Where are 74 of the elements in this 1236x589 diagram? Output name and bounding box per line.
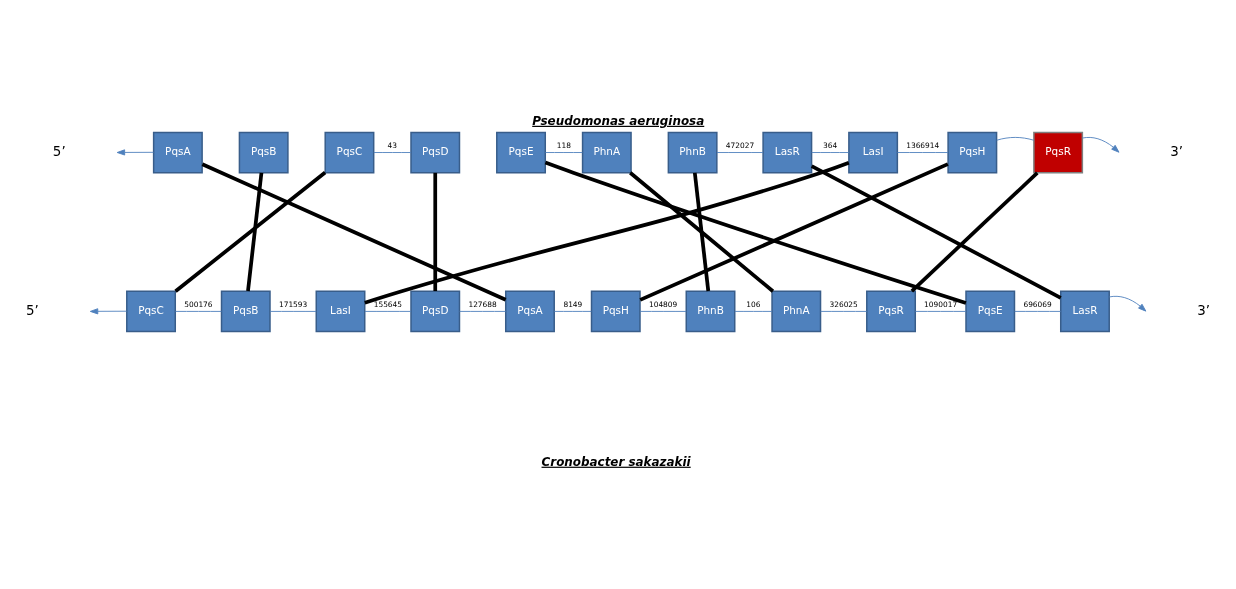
node-box: PqsA — [152, 131, 203, 173]
node-box: PqsR — [1033, 131, 1084, 173]
diagram-title: Pseudomonas aeruginosa — [532, 113, 705, 128]
connector — [716, 151, 764, 153]
label: 3’ — [1170, 143, 1184, 159]
connector — [174, 310, 222, 312]
node-box: PqsH — [947, 131, 998, 173]
arrow — [116, 148, 154, 155]
connector — [811, 151, 850, 153]
node-box: PqsD — [410, 290, 461, 332]
node-box: PqsB — [238, 131, 289, 173]
connector — [734, 310, 773, 312]
connector — [459, 310, 507, 312]
connector — [910, 171, 1039, 292]
edge-label: 472027 — [725, 140, 755, 150]
edge-label: 500176 — [184, 299, 213, 309]
connector — [544, 151, 583, 153]
edge-label: 364 — [823, 140, 838, 150]
node-box: LasI — [848, 131, 899, 173]
connector — [364, 160, 850, 305]
node-box: LasR — [762, 131, 813, 173]
connector — [996, 136, 1035, 141]
edge-label: 696069 — [1023, 299, 1052, 309]
connector — [433, 172, 438, 291]
node-box: PqsC — [126, 290, 176, 332]
node-box: PqsB — [220, 290, 271, 332]
connector — [639, 161, 949, 302]
connector — [1014, 310, 1062, 312]
label: 5’ — [26, 302, 39, 318]
connector — [820, 310, 868, 312]
connector — [364, 310, 412, 312]
node-box: PhnA — [581, 131, 632, 173]
arrow — [1082, 136, 1120, 153]
edge-label: 104809 — [648, 299, 678, 309]
node-box: PhnA — [771, 290, 822, 332]
node-box: PqsE — [496, 131, 546, 173]
connector — [914, 310, 967, 312]
connector — [373, 151, 412, 153]
label: 5’ — [52, 143, 66, 159]
connector — [896, 151, 949, 153]
node-box: PqsR — [866, 290, 916, 332]
node-box: LasR — [1060, 290, 1110, 332]
node-box: LasI — [315, 290, 366, 332]
edge-label: 155645 — [373, 299, 403, 309]
connector — [553, 310, 592, 312]
node-box: PqsD — [410, 131, 461, 173]
connector — [544, 160, 967, 305]
node-box: PqsH — [590, 290, 641, 332]
connector — [269, 310, 317, 312]
edge-label: 326025 — [829, 299, 858, 309]
arrow — [89, 307, 128, 314]
edge-label: 8149 — [563, 299, 583, 309]
caption: Cronobacter sakazakii — [541, 454, 691, 469]
edge-label: 118 — [556, 140, 572, 150]
connector — [201, 162, 507, 301]
node-box: PqsC — [324, 131, 375, 173]
edge-label: 1366914 — [906, 140, 940, 150]
arrow — [1108, 295, 1147, 312]
label: 3’ — [1197, 302, 1210, 318]
edge-label: 1090017 — [924, 299, 958, 309]
edge-label: 171593 — [278, 299, 308, 309]
connector — [629, 170, 775, 293]
connector — [174, 170, 327, 293]
edge-label: 127688 — [468, 299, 497, 309]
connector — [639, 310, 687, 312]
edge-label: 43 — [387, 140, 398, 150]
node-box: PhnB — [667, 131, 718, 173]
connector — [246, 172, 264, 291]
node-box: PqsE — [965, 290, 1016, 332]
connector — [810, 164, 1062, 299]
edge-label: 106 — [746, 299, 761, 309]
connector — [692, 172, 711, 291]
node-box: PhnB — [685, 290, 736, 332]
node-box: PqsA — [505, 290, 555, 332]
